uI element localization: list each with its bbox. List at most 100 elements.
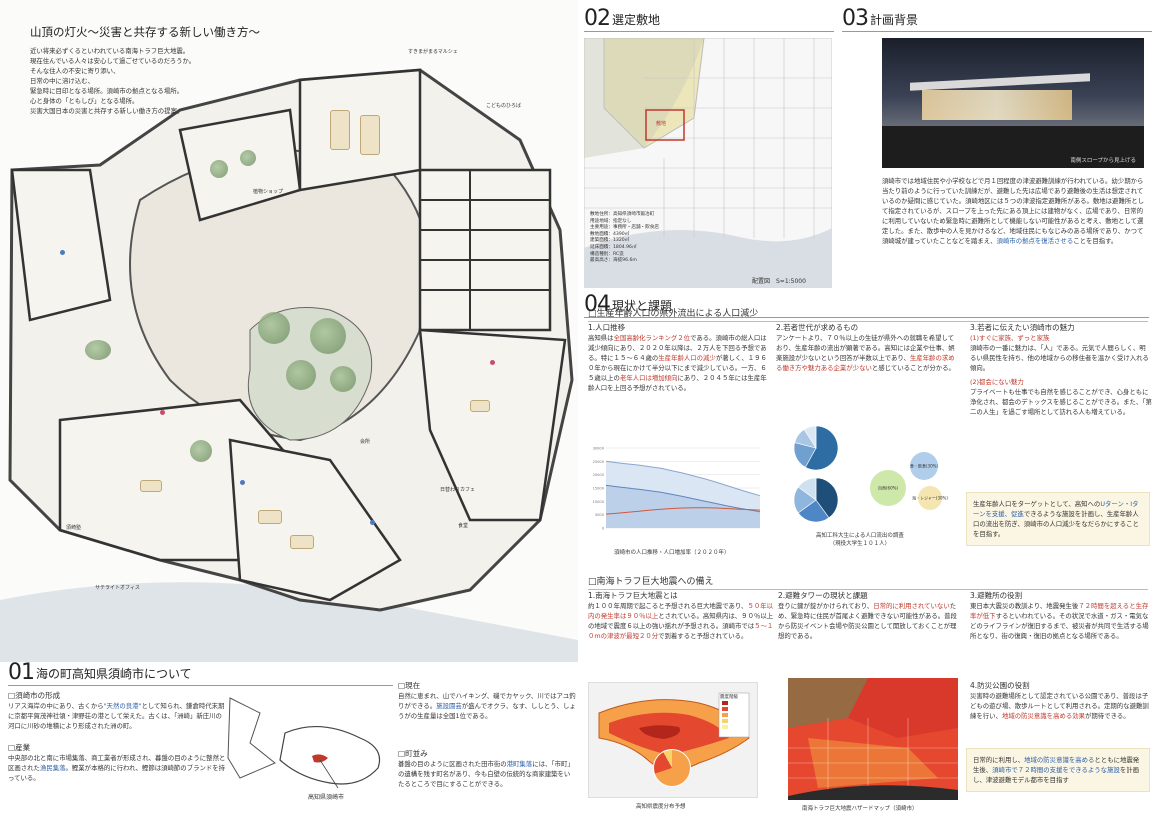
text-run: が盛んでオクラ、なす、ししとう、しょうがの生産量は全国1位である。 (398, 702, 576, 720)
highlight-run: 生産年齢の求める働き方や魅力ある企業が少ない (776, 354, 955, 372)
sofa (360, 115, 380, 155)
intro-line: そんな住人の不安に寄り添い、 (30, 67, 120, 75)
col-3: 3.若者に伝えたい須崎市の魅力 (1)すぐに家族、ずっと家族 須崎市の一番に魅力… (970, 322, 1152, 417)
person (370, 520, 375, 525)
pie-slice (815, 477, 839, 519)
y-tick-label: 30000 (593, 447, 605, 451)
text-run: 日常的に利用し、 (973, 756, 1025, 764)
text-run: できるような施設を計画し、生産年齢人口の流出を防ぎ、須崎市の人口減少をなだらかに… (973, 510, 1139, 538)
hazard-map-svg (788, 678, 958, 800)
site-info-line: 主要用途：事務所・店舗・飲食店 (590, 225, 659, 231)
c3a-text: 須崎市の一番に魅力は、「人」である。元気で人間らしく、明るい県民性を持ち、他の地… (970, 344, 1149, 372)
floor-plan-panel: すきまがまるマルシェ こどものひろば 植物ショップ 会所 日替わりカフェ 須崎塾… (0, 0, 578, 662)
text-run: するといわれている。その状況で水道・ガス・電気などのライフラインが復旧するまで、… (970, 612, 1149, 640)
series-line (605, 507, 761, 515)
d4-heading: 4.防災公園の役割 (970, 681, 1030, 690)
scale-label: 配置図 S=1:5000 (752, 278, 806, 285)
text-run: 登りに鍵が錠がかけられており、 (778, 602, 874, 610)
bubble (870, 470, 906, 506)
sangyo-text: 中央部の北と南に市場集落、商工業者が形成され、暮盤の目のように整然と区画された漁… (8, 753, 226, 783)
intro-line: 現在住んでいる人々は安心して過ごせているのだろうか。 (30, 57, 196, 65)
text-run: とされている。高知県内は、９０％以上の地域で震度６以上の強い揺れが予想される。須… (588, 612, 774, 630)
rendering-photo: 南側スロープから見上げる (882, 38, 1144, 168)
d3-block: 3.避難所の役割 東日本大震災の教訓より、地震発生後７２時間を超えると生存率が低… (970, 590, 1152, 641)
c3b-heading: (2)都会にない魅力 (970, 378, 1024, 386)
y-tick-label: 0 (602, 527, 605, 531)
site-map (584, 38, 832, 288)
map1-caption: 高知県震度分布予想 (636, 804, 686, 810)
sofa (330, 110, 350, 150)
label-shokudo: 食堂 (458, 523, 469, 529)
highlight-run: 全国高齢化ランキング２位 (613, 334, 691, 342)
section-04-header: 04 現状と課題 (584, 292, 1149, 318)
d4-block: 4.防災公園の役割 災害時の避難場所として認定されている公園であり、普段は子ども… (970, 680, 1152, 721)
text-run: 高知県は (588, 334, 614, 342)
highlight-run: 生産年齢人口の減少 (658, 354, 716, 362)
chart1-caption: 須崎市の人口推移・人口増加率（２０２０年） (614, 550, 730, 556)
highlight-run: ５～１０mの津波が最短２０分 (588, 622, 774, 640)
intro-line: 近い将来必ずくるといわれている南海トラフ巨大地震。 (30, 47, 190, 55)
site-info-line: 敷地住所：高知県須崎市鍛冶町 (590, 212, 655, 217)
person (240, 480, 245, 485)
text-run: アンケートより、７０％以上の生徒が県外への就職を希望しており、生産年齢の流出が顕… (776, 334, 955, 362)
section-number: 04 (584, 292, 611, 317)
bubble-label: 食・飲食(30%) (910, 463, 938, 469)
text-run: で到着すると予想されている。 (658, 632, 748, 640)
keisei-block: □須崎市の形成 リアス海岸の中にあり、古くから"天然の良港"として知られ、鎌倉時… (8, 690, 226, 731)
section-03: 03 計画背景 南側スロープから見上げる 須崎市では地域住民や小学校などで月１回… (842, 6, 1152, 291)
hazard-map (788, 678, 958, 800)
site-marker: 敷地 (656, 121, 667, 127)
label-susaki: 須崎塾 (66, 525, 82, 531)
intro-line: 心と身体の「ともしび」となる場所。 (30, 97, 139, 105)
text-run: 須崎市では地域住民や小学校などで月１回程度の津波避難訓練が行われている。幼少期か… (882, 177, 1145, 245)
label-sukima: すきまがまるマルシェ (408, 49, 458, 55)
d2-block: 2.避難タワーの現状と課題 登りに鍵が錠がかけられており、日常的に利用されていな… (778, 590, 962, 641)
text-run: 碁盤の目のように区画された田市街の (398, 760, 507, 768)
d3-text: 東日本大震災の教訓より、地震発生後７２時間を超えると生存率が低下するといわれてい… (970, 601, 1152, 641)
c3b-text: プライベートも仕事でも自然を感じることができ、心身ともに浄化され、都会のデトック… (970, 388, 1152, 416)
keisei-heading: □須崎市の形成 (8, 691, 61, 700)
person (490, 360, 495, 365)
text-run: 生産年齢人口をターゲットとして、高知への (973, 500, 1101, 508)
col-2: 2.若者世代が求めるもの アンケートより、７０％以上の生徒が県外への就職を希望し… (776, 322, 960, 373)
japan-map (227, 697, 381, 789)
highlight-run: 港町集落 (506, 760, 533, 768)
note-box-2: 日常的に利用し、地域の防災意識を高めるとともに地震発生後、須崎市で７２時間の支援… (966, 748, 1150, 792)
c2-text: アンケートより、７０％以上の生徒が県外への就職を希望しており、生産年齢の流出が顕… (776, 333, 960, 373)
machinami-block: □町並み 碁盤の目のように区画された田市街の港町集落には、「市町」の遺構を残す町… (398, 748, 576, 789)
site-info-line: 延床面積：1804.96㎡ (590, 244, 637, 250)
left-room (10, 168, 112, 322)
section-number: 03 (842, 6, 869, 31)
chart2-caption: 高知工科大生による人口流出の調査 （現役大学生１０１人） (816, 533, 904, 547)
highlight-run: Uターン・Iターンを支援、促進 (973, 500, 1139, 518)
y-tick-label: 15000 (593, 487, 605, 491)
y-tick-label: 5000 (595, 513, 605, 517)
sofa (258, 510, 282, 524)
tree (330, 366, 356, 392)
right-room-1 (418, 168, 552, 332)
tree (310, 318, 346, 354)
site-info: 敷地住所：高知県須崎市鍛冶町 用途地域：指定なし 主要用途：事務所・店舗・飲食店… (590, 212, 659, 265)
pie-slice (804, 425, 839, 471)
sofa (470, 400, 490, 412)
machinami-text: 碁盤の目のように区画された田市街の港町集落には、「市町」の遺構を残す町名があり、… (398, 759, 576, 789)
section-title: 選定敷地 (612, 13, 661, 27)
seismic-map: 震度階級 (588, 682, 758, 798)
highlight-run: ５０年以内の発生率は９０％以上 (588, 602, 774, 620)
c1-text: 高知県は全国高齢化ランキング２位である。須崎市の総人口は減少傾向にあり、２０２０… (588, 333, 770, 393)
col-1: 1.人口推移 高知県は全国高齢化ランキング２位である。須崎市の総人口は減少傾向に… (588, 322, 770, 393)
label-kaisho: 会所 (360, 439, 371, 445)
section-02: 02 選定敷地 敷地 敷地住所：高知県須崎市鍛冶町 用途地域：指定なし 主要用途… (584, 6, 834, 291)
text-run: 東日本大震災の教訓より、地震発生後 (970, 602, 1079, 610)
subsection-b-header: □南海トラフ巨大地震への備え (588, 574, 1148, 590)
text-run: 中央部の北と南に市場集落、商工業者が形成され、暮盤の目のように整然と区画された (8, 754, 226, 772)
highlight-run: 須崎市で７２時間の支援をできるような施設 (992, 766, 1120, 774)
section-04: 04 現状と課題 □生産年齢人口の県外流出による人口減少 1.人口推移 高知県は… (584, 292, 1156, 816)
y-tick-label: 10000 (593, 500, 605, 504)
site-info-line: 最高高さ：海抜96.6m (590, 258, 637, 264)
pie-slice (803, 425, 817, 450)
intro-line: 災害大国日本の災害と共存する新しい働き方の提案。 (30, 107, 184, 115)
text-run: が著しく、１９６０年から現在にかけて半分以下にまで減少している。一方、６５歳以上… (588, 354, 767, 382)
pie-slice (797, 477, 817, 501)
